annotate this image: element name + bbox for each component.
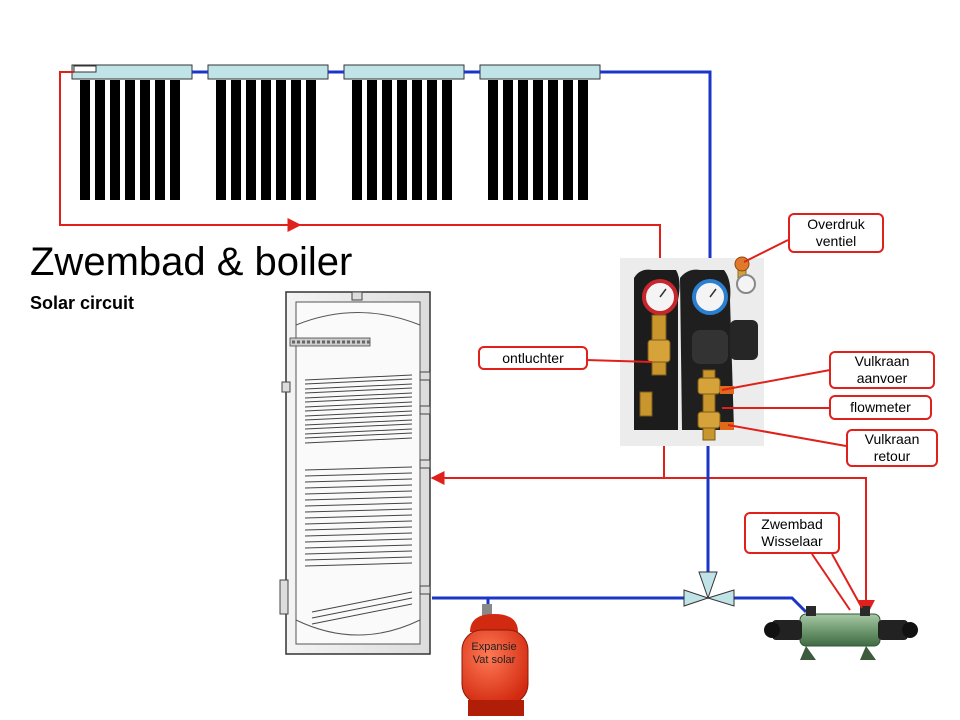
boiler-tank-icon [279, 291, 431, 655]
heat-exchanger-icon [764, 606, 918, 660]
solar-collector-icon [71, 64, 601, 200]
callout-text: flowmeter [850, 399, 911, 415]
callout-vulkraan-aanvoer: Vulkraan aanvoer [829, 351, 935, 389]
callout-text: aanvoer [856, 370, 908, 386]
callout-text: Vulkraan [854, 353, 910, 369]
callout-vulkraan-retour: Vulkraan retour [846, 429, 938, 467]
page-title: Zwembad & boiler [30, 240, 353, 284]
pump-station-icon [620, 256, 764, 446]
vessel-text: Vat solar [472, 654, 516, 666]
page-subtitle: Solar circuit [30, 293, 135, 313]
callout-zwembad-wisselaar: Zwembad Wisselaar [744, 512, 840, 554]
callout-text: Zwembad [761, 516, 823, 532]
callout-text: ventiel [815, 233, 857, 249]
return-pipe-blue [432, 70, 808, 620]
callout-text: Vulkraan [864, 431, 920, 447]
callout-text: Wisselaar [761, 533, 823, 549]
callout-text: ontluchter [502, 349, 564, 366]
callout-flowmeter: flowmeter [829, 395, 932, 420]
callout-leaders [585, 239, 863, 611]
callout-text: Overdruk [807, 216, 865, 232]
callout-ontluchter: ontluchter [478, 346, 588, 370]
expansion-vessel-icon [461, 604, 529, 716]
vessel-text: Expansie [471, 641, 517, 653]
expansion-vessel-label: Expansie Vat solar [462, 641, 526, 667]
callout-overdruk-ventiel: Overdruk ventiel [788, 213, 884, 253]
three-way-valve-icon [683, 571, 735, 607]
callout-text: retour [873, 448, 911, 464]
